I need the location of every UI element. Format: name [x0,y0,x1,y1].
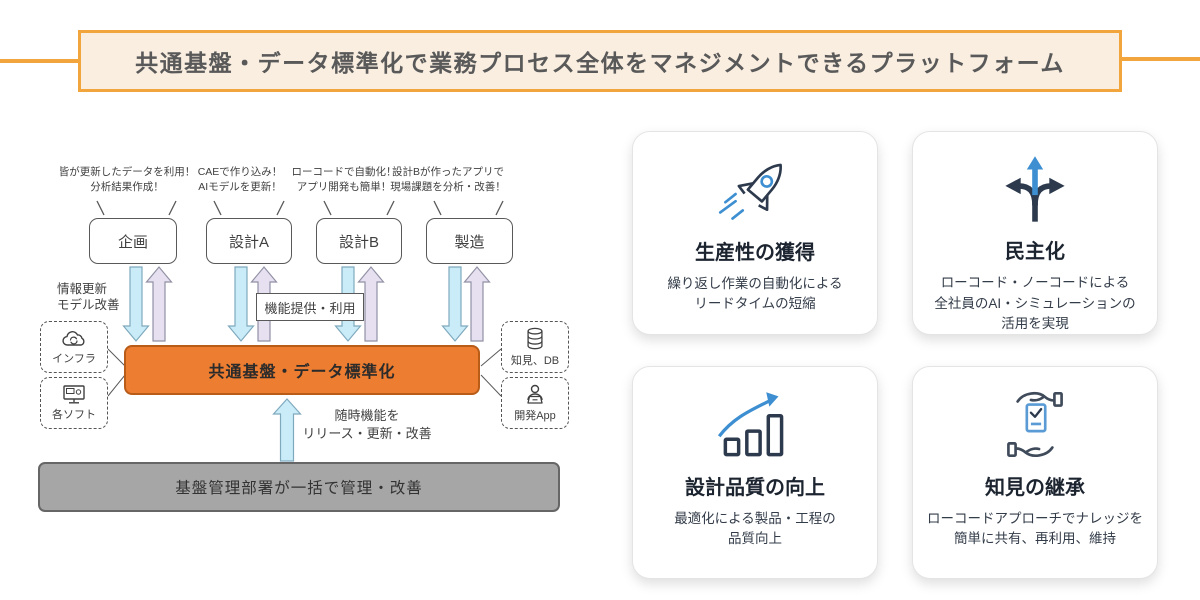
cloud-sync-icon [62,330,85,346]
info-update-note: 情報更新 モデル改善 [57,282,120,313]
dept-box-design-a: 設計A [206,218,292,264]
card-democratization-title: 民主化 [1005,241,1065,264]
dept-box-design-b: 設計B [316,218,402,264]
card-democratization: 民主化 ローコード・ノーコードによる 全社員のAI・シミュレーションの 活用を実… [912,131,1158,335]
header-accent-line-right [1120,57,1200,61]
card-design-quality: 設計品質の向上 最適化による製品・工程の 品質向上 [632,366,878,579]
side-box-software-label: 各ソフト [52,408,96,421]
side-box-infra: インフラ [40,321,108,373]
side-box-dev-app: 開発App [501,377,569,429]
card-productivity-icon-box [709,148,801,234]
database-icon [527,327,543,349]
release-note: 随時機能を リリース・更新・改善 [302,408,432,442]
callout-design-a: CAEで作り込み！ AIモデルを更新！ [197,166,283,193]
dept-box-planning: 企画 [89,218,177,264]
up-arrow-1 [145,266,173,342]
up-arrow-4 [463,266,491,342]
branch-arrows-icon [1005,155,1065,222]
down-arrow-2 [227,266,255,342]
growth-chart-icon [717,392,784,457]
callout-planning: 皆が更新したデータを利用！ 分析結果作成！ [58,166,196,193]
function-provide-use-label: 機能提供・利用 [256,293,364,321]
card-design-quality-desc: 最適化による製品・工程の 品質向上 [674,511,836,547]
card-design-quality-icon-box [709,383,801,469]
rocket-icon [718,163,782,220]
dev-app-person-icon [527,384,543,404]
card-knowledge-title: 知見の継承 [985,477,1085,499]
callout-tail-lines [96,200,504,216]
down-arrow-1 [122,266,150,342]
callout-design-b: ローコードで自動化！ アプリ開発も簡単！ [291,166,397,193]
down-arrow-4 [441,266,469,342]
card-knowledge-desc: ローコードアプローチでナレッジを 簡単に共有、再利用、維持 [927,511,1143,547]
card-productivity: 生産性の獲得 繰り返し作業の自動化による リードタイムの短縮 [632,131,878,335]
page-title: 共通基盤・データ標準化で業務プロセス全体をマネジメントできるプラットフォーム [78,30,1122,92]
side-box-knowledge-db-label: 知見、DB [510,354,560,367]
card-knowledge-icon-box [989,383,1081,469]
dept-box-manufacturing: 製造 [426,218,513,264]
callout-manufacturing: 設計Bが作ったアプリで 現場課題を分析・改善！ [390,166,506,193]
card-democratization-desc: ローコード・ノーコードによる 全社員のAI・シミュレーションの 活用を実現 [934,275,1136,331]
card-knowledge: 知見の継承 ローコードアプローチでナレッジを 簡単に共有、再利用、維持 [912,366,1158,579]
management-bar: 基盤管理部署が一括で管理・改善 [38,462,560,512]
side-box-knowledge-db: 知見、DB [501,321,569,373]
card-design-quality-title: 設計品質の向上 [685,477,825,499]
card-productivity-desc: 繰り返し作業の自動化による リードタイムの短縮 [667,276,843,312]
card-democratization-icon-box [989,148,1081,233]
side-box-infra-label: インフラ [52,352,96,365]
software-monitor-icon [63,384,85,403]
knowledge-handover-icon [1007,391,1063,457]
page-title-text: 共通基盤・データ標準化で業務プロセス全体をマネジメントできるプラットフォーム [135,50,1065,76]
side-box-software: 各ソフト [40,377,108,429]
card-productivity-title: 生産性の獲得 [695,242,815,264]
side-box-dev-app-label: 開発App [514,409,556,422]
platform-bar: 共通基盤・データ標準化 [124,345,480,395]
header-accent-line-left [0,59,80,63]
